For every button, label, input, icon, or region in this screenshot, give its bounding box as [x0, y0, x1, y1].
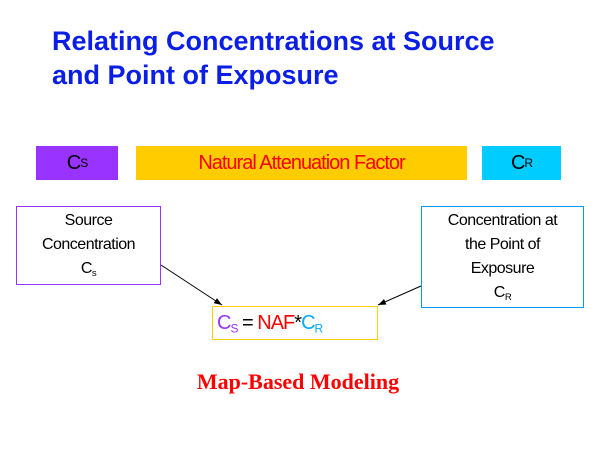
source-concentration-box: Source Concentration Cs — [16, 206, 161, 285]
exposure-line-2: the Point of — [465, 236, 540, 253]
source-line-2: Concentration — [41, 236, 136, 253]
arrow-exposure-to-equation — [377, 285, 422, 306]
naf-label: Natural Attenuation Factor — [198, 151, 405, 174]
equation-box: CS = NAF*CR — [212, 306, 378, 340]
title-line-1: Relating Concentrations at Source — [52, 26, 495, 56]
source-sym: C — [80, 260, 93, 277]
slide-title: Relating Concentrations at Source and Poi… — [52, 24, 495, 92]
exposure-line-3: Exposure — [470, 260, 535, 277]
eq-multiply: * — [294, 312, 302, 334]
exposure-symbol: CR — [422, 281, 583, 310]
eq-cs: C — [217, 312, 231, 334]
footer-heading: Map-Based Modeling — [196, 369, 400, 394]
cr-subscript: R — [524, 156, 533, 170]
exposure-line-1: Concentration at — [447, 212, 558, 229]
source-symbol: Cs — [17, 257, 160, 286]
cr-symbol: C — [510, 151, 525, 174]
naf-bar: Natural Attenuation Factor — [136, 146, 467, 180]
eq-cs-sub: S — [230, 321, 238, 336]
source-line-1: Source — [64, 212, 113, 229]
eq-cr-sub: R — [314, 321, 324, 336]
cs-subscript: S — [80, 156, 88, 170]
arrow-source-to-equation — [160, 264, 223, 306]
exposure-concentration-box: Concentration at the Point of Exposure C… — [421, 206, 584, 308]
eq-equals: = — [237, 312, 258, 334]
source-sub: s — [91, 267, 97, 279]
eq-naf: NAF — [257, 312, 295, 334]
exposure-sym: C — [493, 284, 506, 301]
eq-cr: C — [301, 312, 315, 334]
title-line-2: and Point of Exposure — [52, 60, 339, 90]
exposure-sub: R — [504, 291, 512, 303]
cs-symbol: C — [66, 151, 81, 174]
